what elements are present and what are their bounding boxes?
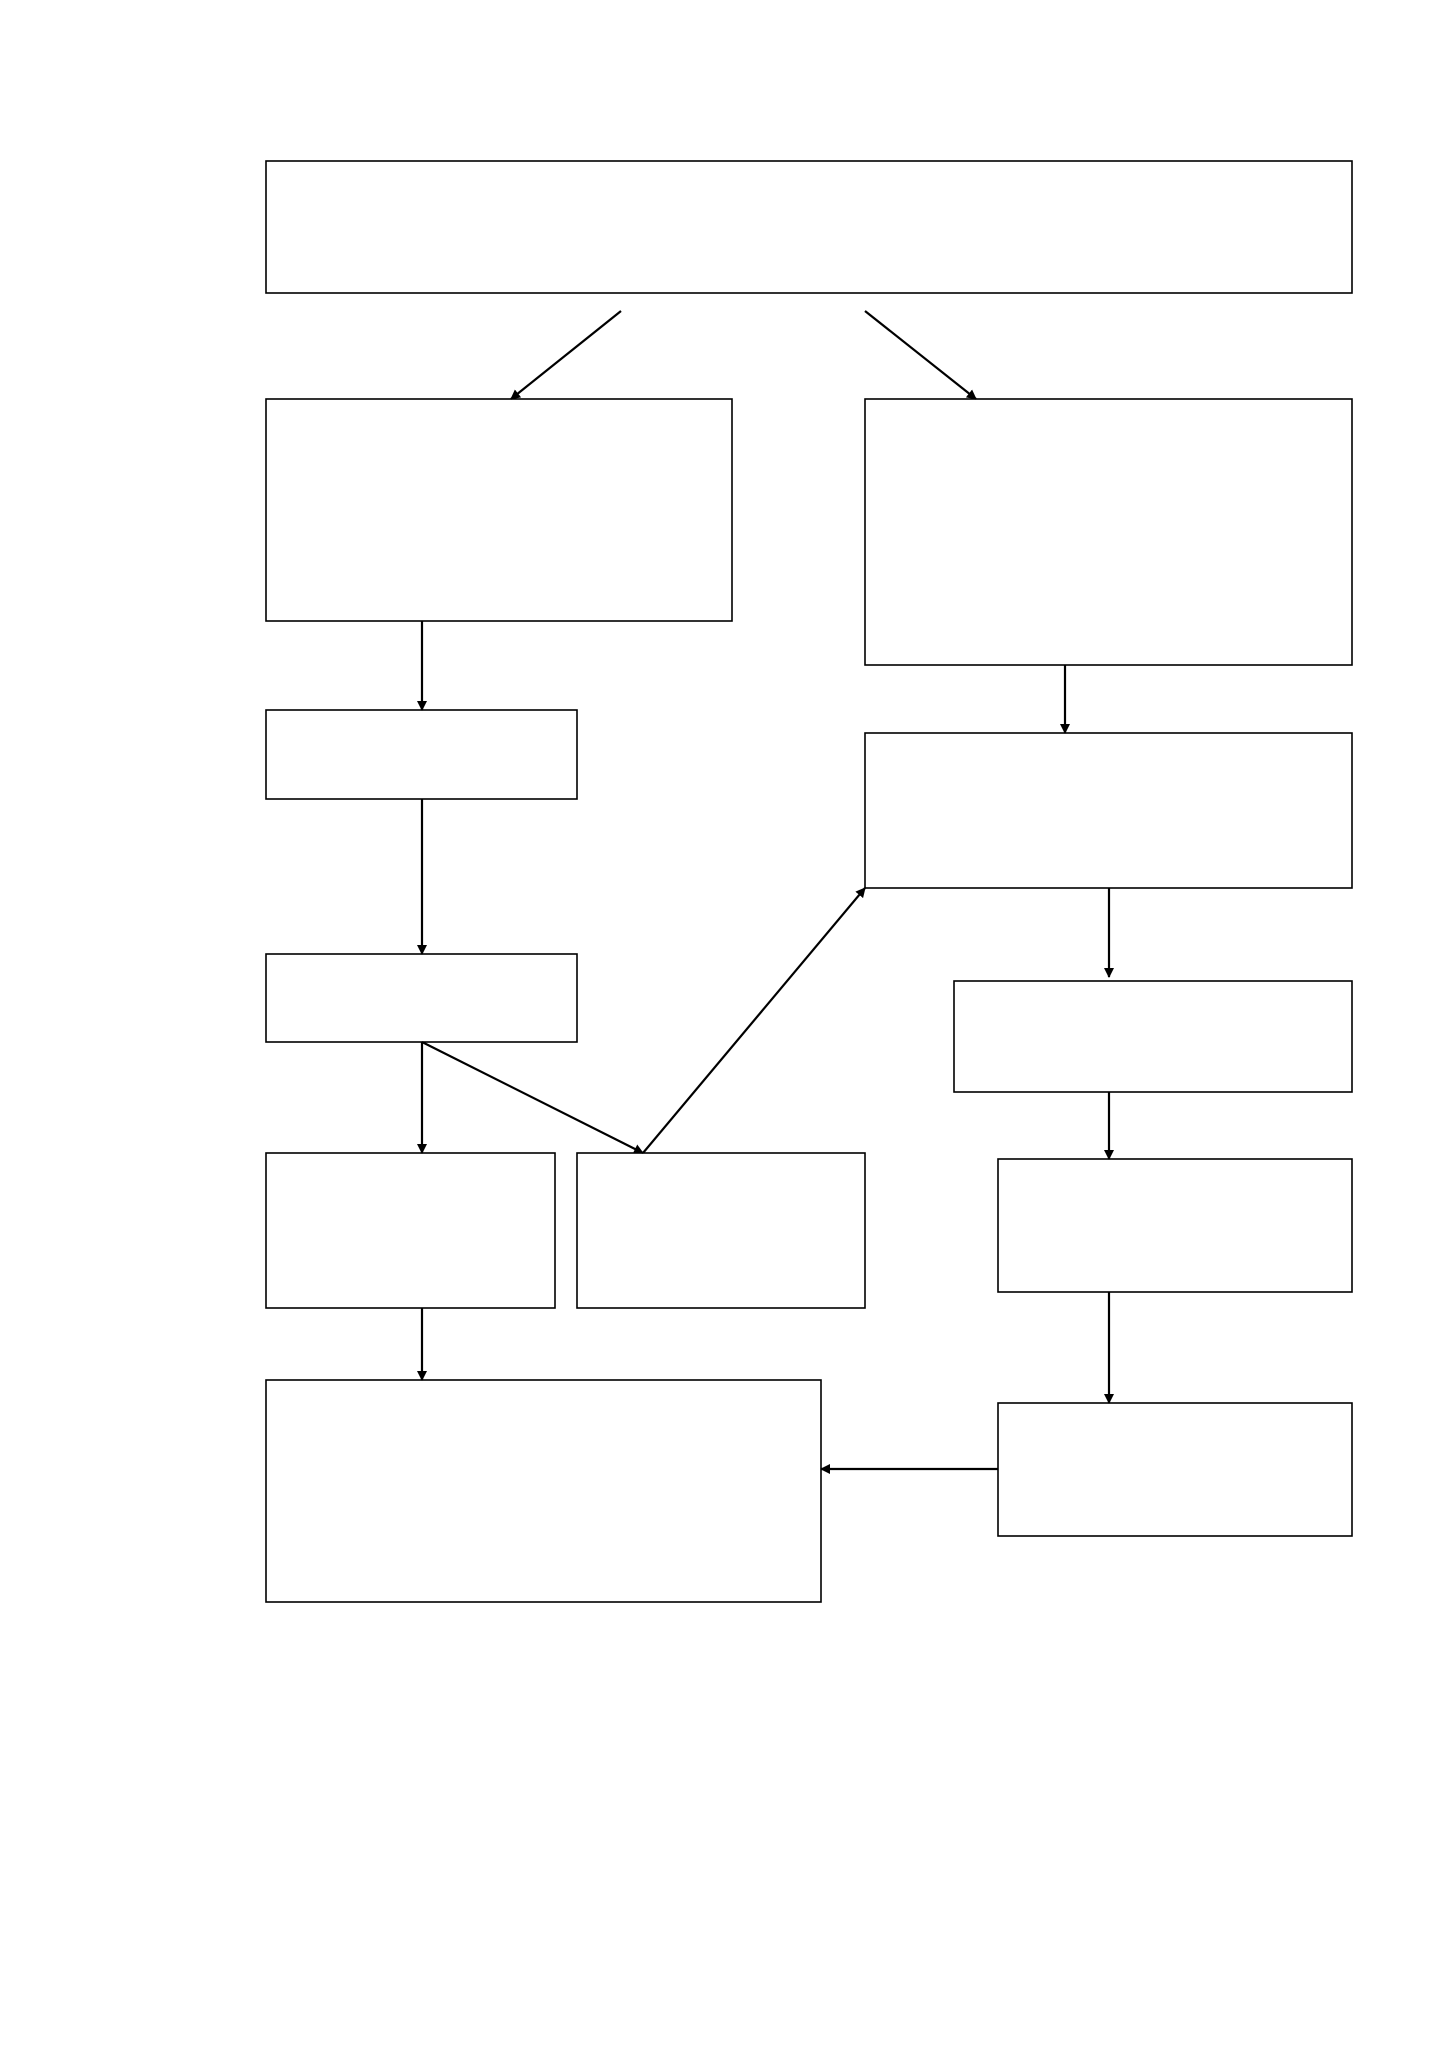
diagram-nodes	[265, 160, 1353, 1603]
diagram-edges	[417, 310, 1114, 1474]
node-left-2[interactable]	[265, 709, 578, 800]
node-top[interactable]	[265, 160, 1353, 294]
edge-left-3-to-left-4b	[421, 1041, 644, 1154]
edge-top-to-right-1	[864, 310, 977, 400]
node-left-4a[interactable]	[265, 1152, 556, 1309]
node-left-3[interactable]	[265, 953, 578, 1043]
node-right-4[interactable]	[997, 1158, 1353, 1293]
edge-top-to-left-1	[510, 310, 622, 400]
node-right-1[interactable]	[864, 398, 1353, 666]
edge-left-4b-to-right-2	[642, 887, 866, 1154]
node-left-4b[interactable]	[576, 1152, 866, 1309]
node-left-1[interactable]	[265, 398, 733, 622]
node-right-5[interactable]	[997, 1402, 1353, 1537]
node-right-3[interactable]	[953, 980, 1353, 1093]
node-right-2[interactable]	[864, 732, 1353, 889]
node-bottom-left[interactable]	[265, 1379, 822, 1603]
